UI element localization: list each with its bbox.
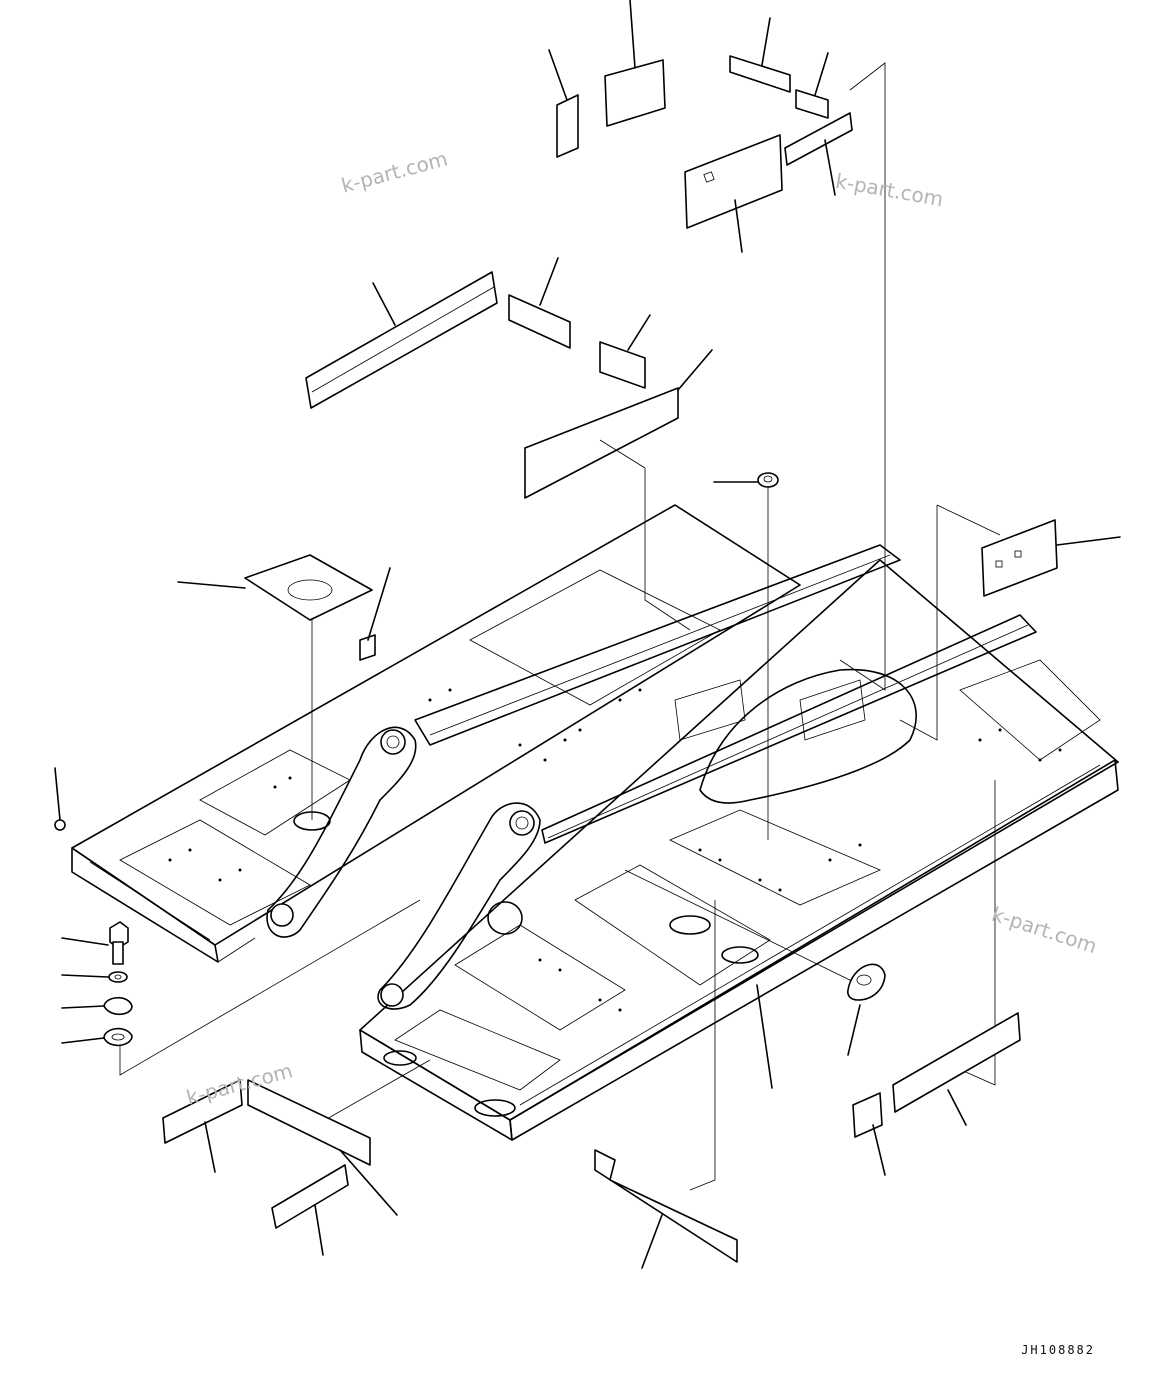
bolt-head-left [54,819,66,831]
plate-bottom-center [594,1149,738,1263]
plate-bottom-left-b [247,1079,371,1166]
grommet-right [847,963,886,1001]
shim-small [359,634,376,661]
plate-small-square [795,89,829,119]
boom-foot-left [266,726,417,938]
plate-bottom-left-a [162,1079,243,1144]
washer-plate [244,554,373,621]
reference-leaders [119,62,1001,1191]
plate-large-tapered [524,387,679,499]
frame-rear-rail [509,759,1119,1141]
drawing-code: JH108882 [1021,1343,1095,1357]
opening-left [293,811,331,831]
opening-bottom-left [383,1050,417,1066]
frame-beam-upper [414,544,901,746]
opening-center [669,915,711,935]
bolt-holes [168,688,1062,1012]
opening-bottom [474,1099,516,1117]
revolving-frame [71,504,1119,1141]
plate-two-holes [981,519,1058,597]
opening-frame-hole [487,901,523,935]
plate-small-rect-b [599,341,646,389]
nut-top [757,472,779,488]
plate-bottom-left-c [271,1164,349,1229]
plate-small-rect-a [508,294,571,349]
opening-right [721,946,759,964]
plate-group-bottom [162,1012,1021,1269]
plate-small-vertical [556,94,579,158]
frame-left-deck-top [71,504,801,946]
center-housing [699,668,917,804]
plate-bottom-right-long [892,1012,1021,1113]
boom-foot-right [377,802,541,1010]
plate-rect-top [604,59,666,127]
frame-right-deck-front [359,1029,513,1141]
hardware [54,472,886,1089]
plate-bottom-right-small [852,1092,883,1138]
frame-beam-lower [541,614,1037,844]
plate-bar-right [784,112,853,166]
plate-with-hole [684,134,783,229]
bolt-stack [61,921,133,1047]
plate-strip-top-right [729,55,791,93]
plate-group-top [305,0,1121,597]
